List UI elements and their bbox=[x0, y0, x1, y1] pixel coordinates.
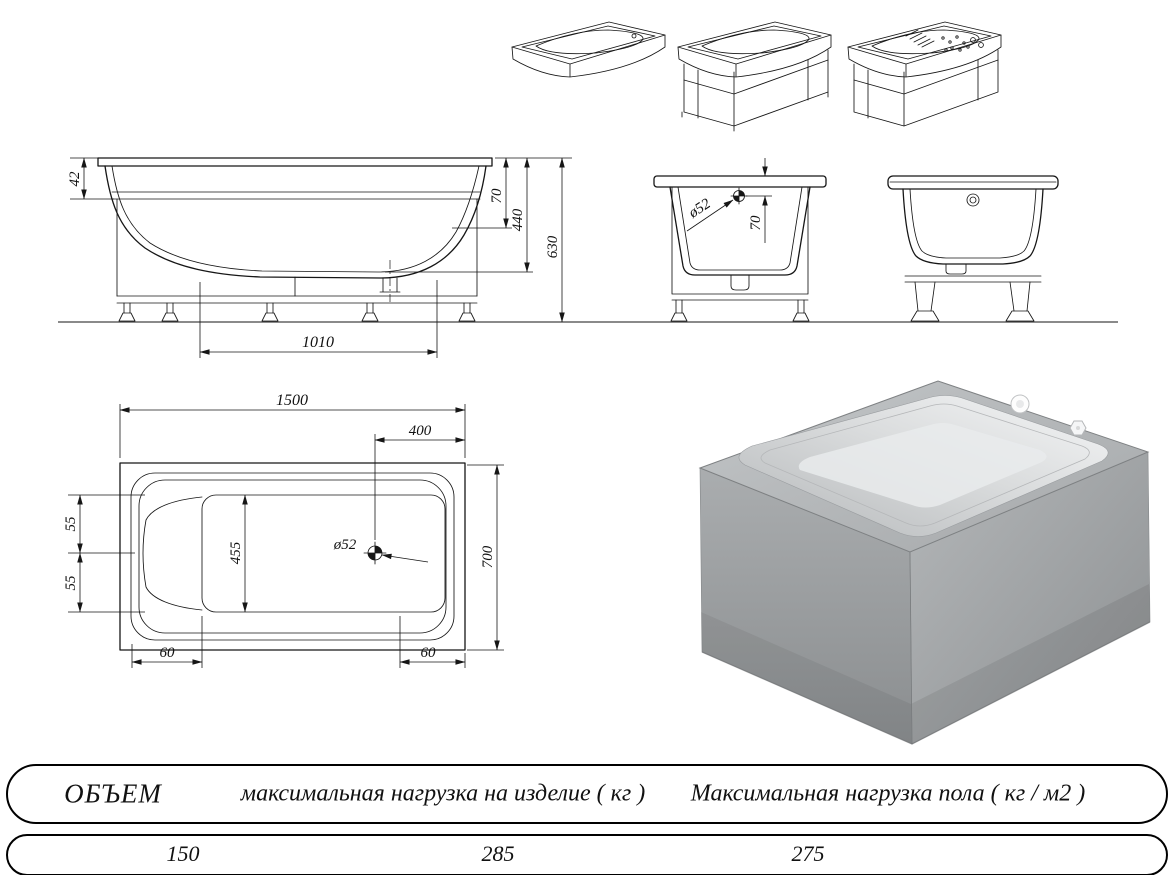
render-overflow bbox=[1069, 420, 1087, 436]
spec-value-volume: 150 bbox=[166, 841, 200, 866]
dim-1010: 1010 bbox=[302, 334, 334, 351]
dim-60-right: 60 bbox=[421, 645, 437, 661]
plan-view: ø52 1500 400 455 55 55 700 60 60 bbox=[63, 392, 504, 668]
dim-630: 630 bbox=[545, 235, 561, 258]
spec-table-value-row: 150 285 275 bbox=[6, 834, 1168, 875]
dim-drain-diameter-plan: ø52 bbox=[333, 537, 357, 553]
plan-drain-mark bbox=[363, 541, 387, 565]
dim-700: 700 bbox=[480, 545, 496, 568]
dim-440: 440 bbox=[510, 208, 526, 231]
dim-60-left: 60 bbox=[160, 645, 176, 661]
dim-70-side: 70 bbox=[489, 188, 505, 204]
rear-end-view bbox=[887, 175, 1059, 322]
spec-header-volume: ОБЪЕМ bbox=[64, 778, 162, 809]
drain-end-view: ø52 70 bbox=[653, 158, 827, 322]
dim-400: 400 bbox=[409, 423, 432, 439]
dim-drain-diameter-end: ø52 bbox=[685, 196, 714, 222]
technical-drawing: 42 70 440 630 1010 ø52 bbox=[58, 21, 1151, 745]
iso-view-tub-on-frame bbox=[677, 21, 832, 132]
iso-view-full-assembly bbox=[847, 21, 1002, 127]
side-elevation-view: 42 70 440 630 1010 bbox=[67, 157, 572, 358]
spec-header-max-floor-load: Максимальная нагрузка пола ( кг / м2 ) bbox=[690, 780, 1086, 807]
bathtub-3d-render bbox=[698, 380, 1151, 745]
dim-70-end: 70 bbox=[748, 215, 764, 231]
spec-header-max-product-load: максимальная нагрузка на изделие ( кг ) bbox=[240, 780, 646, 807]
dim-55-bottom: 55 bbox=[63, 575, 79, 591]
iso-view-bare-tub bbox=[511, 21, 666, 78]
dim-55-top: 55 bbox=[63, 516, 79, 532]
spec-table-header-row: ОБЪЕМ максимальная нагрузка на изделие (… bbox=[6, 764, 1168, 824]
spec-value-max-floor-load: 275 bbox=[791, 841, 825, 866]
dim-1500: 1500 bbox=[276, 392, 308, 409]
drain-mark bbox=[730, 187, 748, 205]
spec-value-max-product-load: 285 bbox=[481, 841, 515, 866]
waste-kit-parts bbox=[905, 29, 984, 52]
dim-455: 455 bbox=[228, 541, 244, 564]
dim-42: 42 bbox=[67, 171, 83, 187]
